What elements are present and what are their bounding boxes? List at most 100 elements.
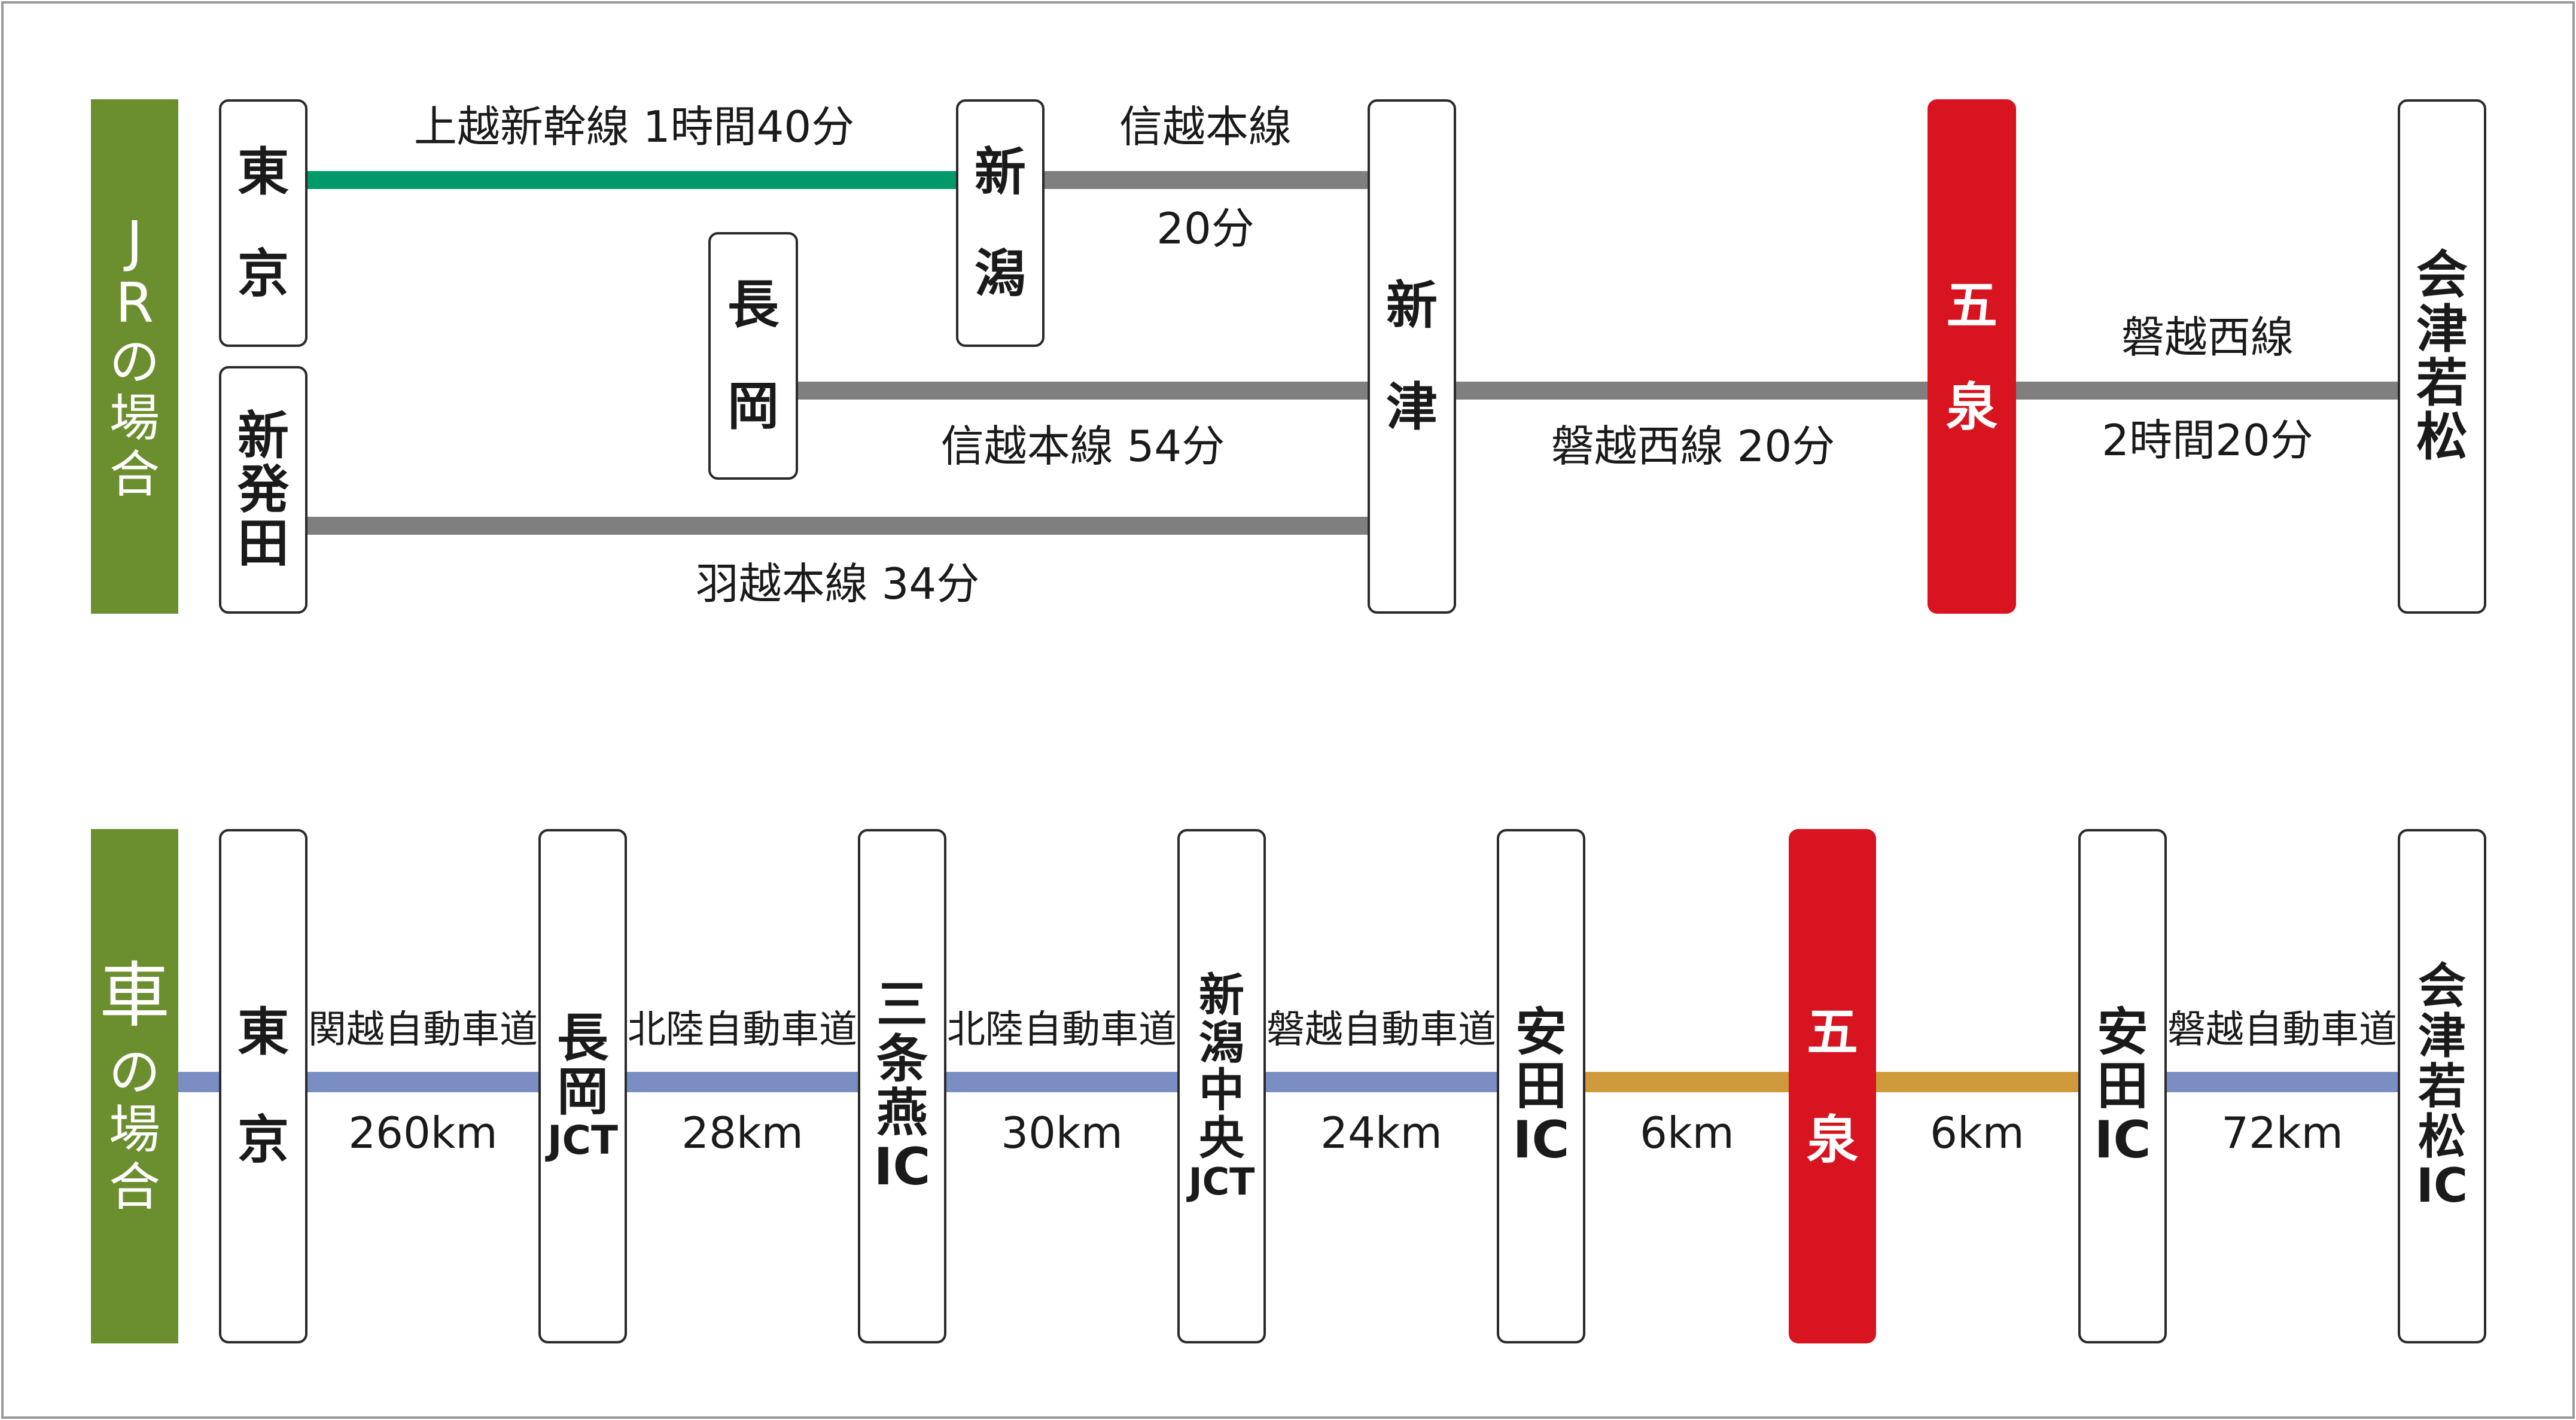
stop-char: 田 [2097,1056,2148,1116]
stop-niigata-chuo-jct: 新 潟 中 央 JCT [1177,829,1266,1343]
stop-sub-label: IC [2094,1110,2151,1171]
jr-caption-char: 場 [109,388,160,447]
stop-char: 燕 [876,1083,928,1143]
shinetsu-line-nagaoka [798,382,1369,400]
stop-sub-label: IC [2416,1159,2468,1214]
stop-char: 長 [557,1008,608,1069]
stop-sanjo-tsubame-ic: 三 条 燕 IC [858,829,946,1343]
shinetsu-line-niigata [1043,171,1369,189]
uetsu-label: 羽越本線 34分 [695,559,980,609]
jr-caption-char: 合 [109,445,160,504]
car-caption-char: の [109,1042,160,1102]
stop-aizuwakamatsu-ic: 会 津 若 松 IC [2398,829,2486,1343]
road-line-segment-7 [2164,1072,2400,1092]
distance-segment-1: 260km [348,1108,498,1158]
station-char: 若 [2416,354,2468,413]
stop-yasuda-ic-1: 安 田 IC [1497,829,1585,1343]
road-line-segment-3 [944,1072,1180,1092]
road-name-segment-2: 北陸自動車道 [628,1008,857,1052]
station-niitsu: 新 津 [1368,99,1456,614]
stop-char: 三 [876,975,928,1035]
banetsu-gosen-label: 磐越西線 20分 [1551,421,1835,471]
station-char: 津 [2416,299,2468,359]
car-caption-char: 合 [109,1157,160,1218]
shinetsu-niigata-line-label: 信越本線 [1119,102,1292,152]
road-name-segment-3: 北陸自動車道 [947,1008,1177,1052]
station-char: 松 [2416,407,2468,468]
banetsu-aizu-time-label: 2時間20分 [2102,415,2313,465]
stop-char: 会 [2418,958,2466,1014]
stop-char: 泉 [1807,1110,1858,1170]
distance-segment-2: 28km [681,1108,803,1158]
stop-char: 条 [876,1029,928,1089]
uetsu-line [305,517,1369,535]
banetsu-aizu-line-label: 磐越西線 [2121,312,2294,362]
joetsu-shinkansen-label: 上越新幹線 1時間40分 [413,102,855,152]
stop-tokyo: 東 京 [219,829,307,1343]
station-char: 京 [237,244,289,304]
joetsu-shinkansen-line [305,171,957,189]
station-tokyo: 東 京 [219,99,307,347]
stop-char: 五 [1807,1002,1858,1062]
station-char: 新 [237,406,289,466]
car-caption-char: 場 [109,1099,160,1160]
road-line-segment-2 [625,1072,860,1092]
car-caption: 車 の 場 合 [91,829,178,1343]
station-char: 津 [1386,377,1438,437]
distance-segment-7: 72km [2221,1108,2343,1158]
stop-char: 京 [237,1110,289,1170]
road-line-segment-4 [1263,1072,1499,1092]
banetsu-west-line-niitsu-gosen [1454,382,1929,400]
stop-sub-label: IC [873,1137,931,1197]
jr-caption-char: の [109,332,160,391]
distance-segment-3: 30km [1001,1108,1123,1158]
stop-gosen: 五 泉 [1789,829,1876,1343]
station-char: 五 [1946,275,1998,336]
stop-char: 津 [2418,1008,2466,1065]
stop-char: 松 [2418,1109,2466,1165]
stop-char: 新 [1199,968,1244,1022]
station-shibata: 新 発 田 [219,366,307,614]
road-line-segment-5 [1583,1072,1791,1092]
banetsu-west-line-gosen-aizu [2015,382,2400,400]
stop-sub-label: JCT [1188,1160,1255,1204]
distance-segment-6: 6km [1930,1108,2024,1158]
stop-sub-label: IC [1512,1110,1570,1171]
stop-yasuda-ic-2: 安 田 IC [2078,829,2167,1343]
stop-char: 潟 [1199,1016,1244,1069]
station-char: 会 [2416,245,2468,306]
stop-char: 安 [2097,1002,2148,1062]
jr-caption-char: R [115,270,154,335]
station-char: 新 [1386,275,1438,336]
stop-char: 央 [1199,1111,1244,1165]
distance-segment-4: 24km [1320,1108,1442,1158]
station-char: 泉 [1946,377,1998,437]
stop-char: 田 [1515,1056,1567,1116]
road-name-segment-7: 磐越自動車道 [2167,1008,2397,1052]
station-char: 岡 [727,377,779,437]
road-line-segment-1 [305,1072,541,1092]
distance-segment-5: 6km [1640,1108,1734,1158]
shinetsu-nagaoka-label: 信越本線 54分 [940,421,1225,471]
road-name-segment-4: 磐越自動車道 [1266,1008,1496,1052]
station-char: 潟 [975,244,1026,304]
shinetsu-niigata-time-label: 20分 [1156,203,1254,254]
road-line-segment-6 [1874,1072,2081,1092]
station-char: 東 [237,142,289,202]
car-caption-char: 車 [99,954,170,1037]
stop-nagaoka-jct: 長 岡 JCT [538,829,627,1343]
road-line-caption-tokyo [177,1072,221,1092]
jr-caption-char: J [126,209,143,273]
stop-char: 若 [2418,1059,2466,1115]
stop-char: 安 [1515,1002,1567,1062]
station-char: 新 [975,142,1026,202]
stop-char: 東 [237,1002,289,1062]
station-char: 長 [727,275,779,335]
road-name-segment-1: 関越自動車道 [308,1008,538,1052]
station-nagaoka: 長 岡 [708,232,798,480]
station-char: 発 [237,459,289,520]
station-niigata: 新 潟 [956,99,1045,347]
station-aizuwakamatsu: 会 津 若 松 [2398,99,2486,614]
